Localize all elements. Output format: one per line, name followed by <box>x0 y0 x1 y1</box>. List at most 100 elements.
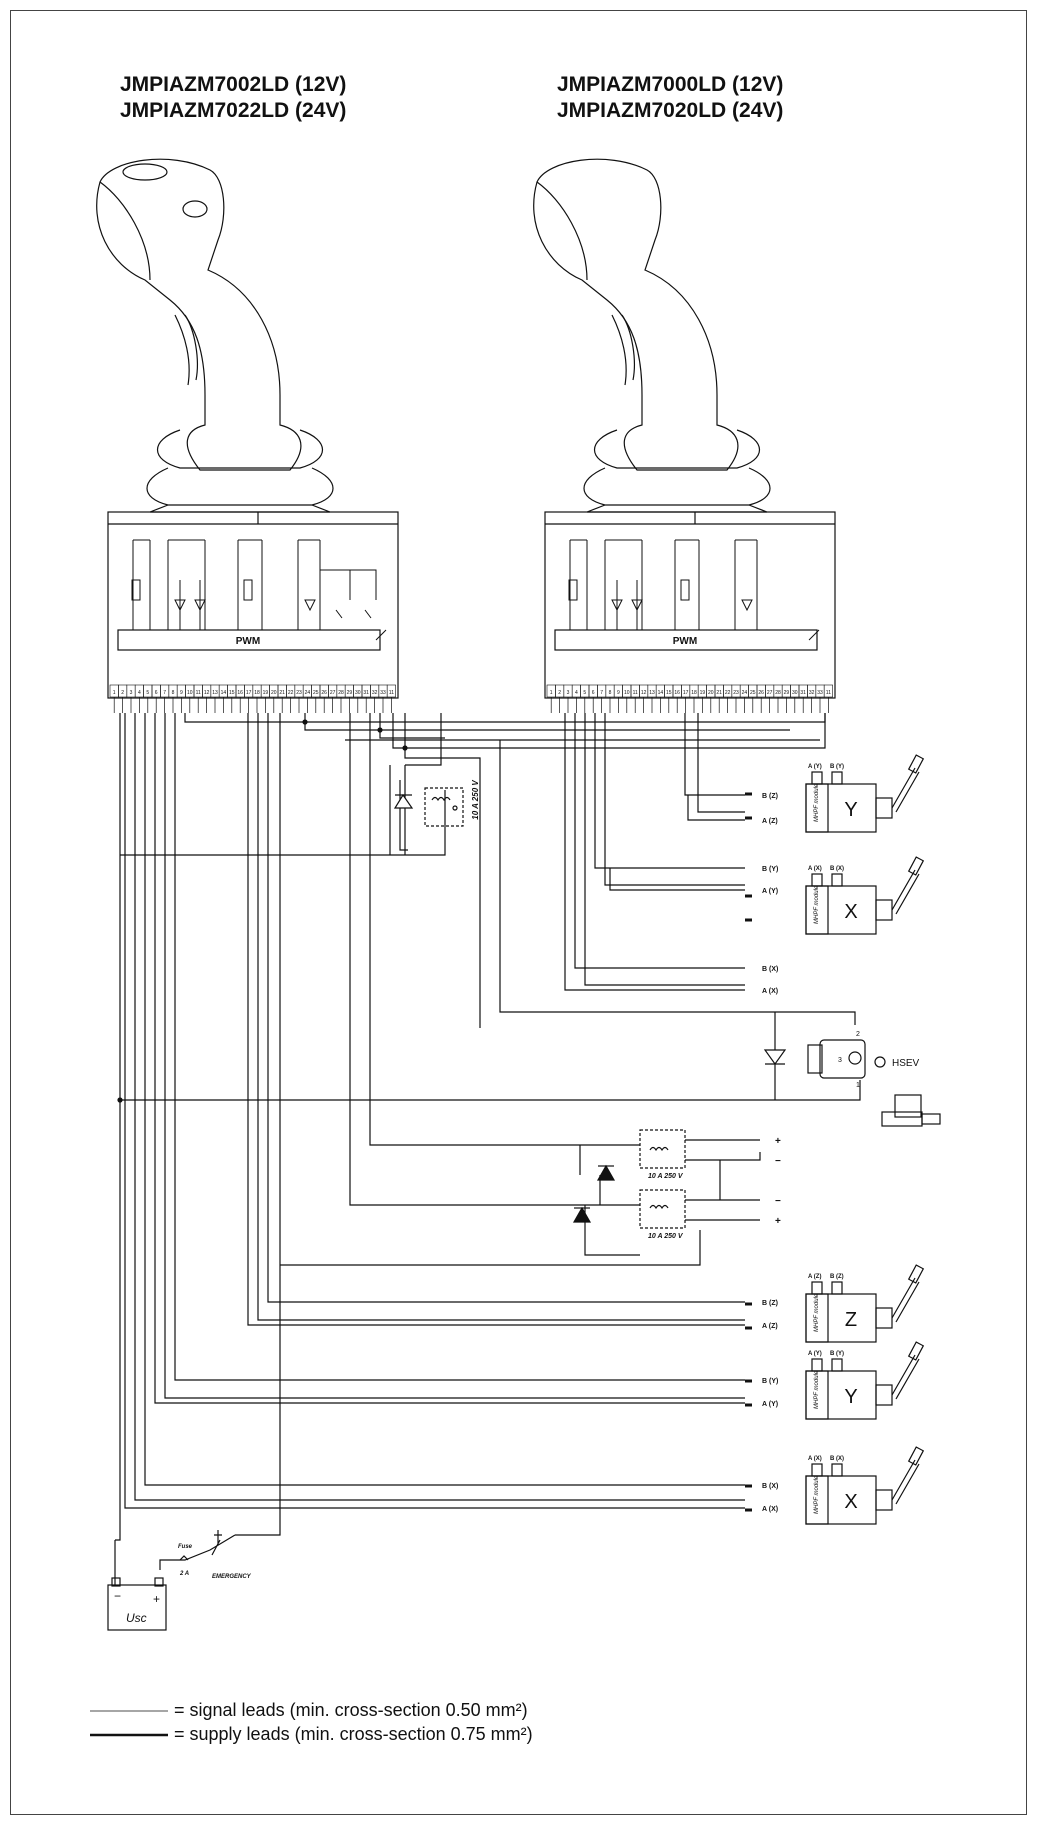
terminal-number: 31 <box>363 690 369 696</box>
terminal-number: 23 <box>733 690 739 696</box>
terminal-number: 30 <box>792 690 798 696</box>
terminal-number: 10 <box>624 690 630 696</box>
terminal-number: 20 <box>271 690 277 696</box>
valve-axis-label: Z <box>845 1309 857 1331</box>
conn-label: A (Y) <box>762 1401 778 1408</box>
junction-dot <box>402 745 408 751</box>
valve-actuator <box>875 899 893 921</box>
terminal-number: 25 <box>313 690 319 696</box>
legend-signal: = signal leads (min. cross-section 0.50 … <box>174 1700 528 1720</box>
main-relay-wire <box>399 780 408 851</box>
battery-plus-label: + <box>153 1592 160 1606</box>
left-bellows-base <box>149 504 331 513</box>
hsev-ground-wire <box>120 1080 861 1101</box>
valve-axis-label: X <box>844 1491 857 1513</box>
terminal-number: 14 <box>221 690 227 696</box>
valve-lever-knob <box>907 1264 925 1284</box>
valve-port-b-label: B (Y) <box>830 1351 844 1357</box>
terminal-number: 19 <box>700 690 706 696</box>
terminal-number: 33 <box>380 690 386 696</box>
relay-wire <box>579 1145 640 1256</box>
valve-port-a <box>811 1358 823 1372</box>
bus-wire-1 <box>184 713 826 723</box>
valve-port-a <box>811 1463 823 1477</box>
terminal-number: 21 <box>716 690 722 696</box>
main-relay-box <box>424 787 464 827</box>
terminal-number: 22 <box>725 690 731 696</box>
conn-label: A (X) <box>762 988 778 995</box>
supply-return <box>235 713 281 1536</box>
battery-label: Usc <box>126 1611 147 1625</box>
bus-wire-5 <box>392 713 826 749</box>
relay-out-plus-top: + <box>775 1136 781 1147</box>
valve-module-y: YA (Y)B (Y)MHPF module <box>745 754 925 833</box>
relay-wire <box>349 713 640 1206</box>
left-bellows-1 <box>156 429 324 469</box>
relay-out-minus-top: − <box>775 1156 781 1167</box>
valve-port-b-label: B (Y) <box>830 764 844 770</box>
terminal-number: 12 <box>641 690 647 696</box>
junction-dot <box>302 719 308 725</box>
right-joystick-cable-2 <box>611 314 627 386</box>
terminal-number: 6 <box>592 690 595 696</box>
terminal-number: 24 <box>742 690 748 696</box>
relay-lower-box <box>639 1189 686 1229</box>
terminal-number: 32 <box>809 690 815 696</box>
battery-minus-label: − <box>114 1589 121 1603</box>
terminal-number: 2 <box>558 690 561 696</box>
valve-lever-knob <box>907 856 925 876</box>
hsev-coil-icon <box>848 1051 862 1065</box>
hsev-terminal-icon <box>874 1056 886 1068</box>
valve-port-b-label: B (Z) <box>830 1274 844 1280</box>
right-joystick-housing <box>544 511 836 699</box>
valve-axis-label: X <box>844 901 857 923</box>
relay-upper-coil <box>649 1146 669 1152</box>
terminal-number: 11 <box>826 690 831 696</box>
left-joystick-handle <box>96 158 302 471</box>
valve-module-label: MHPF module <box>814 885 820 924</box>
right-bellows-2 <box>583 467 771 506</box>
valve-lever <box>891 1354 920 1400</box>
valve-actuator <box>875 1384 893 1406</box>
relay-signal-wire <box>404 713 481 1028</box>
terminal-number: 31 <box>800 690 806 696</box>
supply-main <box>115 713 121 1541</box>
valve-port-a <box>811 771 823 785</box>
left-pwm-block <box>117 629 381 651</box>
left-joystick-cable-2 <box>174 314 190 386</box>
terminal-number: 4 <box>138 690 141 696</box>
terminal-number: 8 <box>609 690 612 696</box>
valve-module-label: MHPF module <box>814 1370 820 1409</box>
valve-port-b <box>831 873 843 887</box>
valve-port-a <box>811 1281 823 1295</box>
terminal-number: 5 <box>583 690 586 696</box>
terminal-number: 17 <box>246 690 252 696</box>
junction-dot <box>377 727 383 733</box>
valve-port-b-label: B (X) <box>830 866 844 872</box>
relay-supply-wire <box>280 1230 701 1266</box>
relay-upper-rating: 10 A 250 V <box>648 1173 684 1180</box>
terminal-number: 17 <box>683 690 689 696</box>
terminal-number: 24 <box>305 690 311 696</box>
valve-axis-label: Y <box>844 799 857 821</box>
left-model-12v: JMPIAZM7002LD (12V) <box>120 73 347 96</box>
terminal-number: 27 <box>330 690 336 696</box>
terminal-number: 3 <box>567 690 570 696</box>
right-pwm-label: PWM <box>673 636 697 647</box>
right-bellows-base <box>586 504 768 513</box>
terminal-number: 11 <box>633 690 638 696</box>
terminal-number: 10 <box>187 690 193 696</box>
terminal-number: 13 <box>649 690 655 696</box>
valve-module-x: XA (X)B (X)MHPF module <box>745 856 925 935</box>
valve-port-a-label: A (Y) <box>808 764 822 770</box>
relay-lower-rating: 10 A 250 V <box>648 1233 684 1240</box>
valve-module-x: XA (X)B (X)MHPF module <box>745 1446 925 1525</box>
conn-label: B (X) <box>762 1483 778 1490</box>
hsev-label: HSEV <box>892 1058 920 1069</box>
bus-wire-3 <box>379 713 445 739</box>
terminal-number: 22 <box>288 690 294 696</box>
left-internal-circuit <box>131 539 387 641</box>
